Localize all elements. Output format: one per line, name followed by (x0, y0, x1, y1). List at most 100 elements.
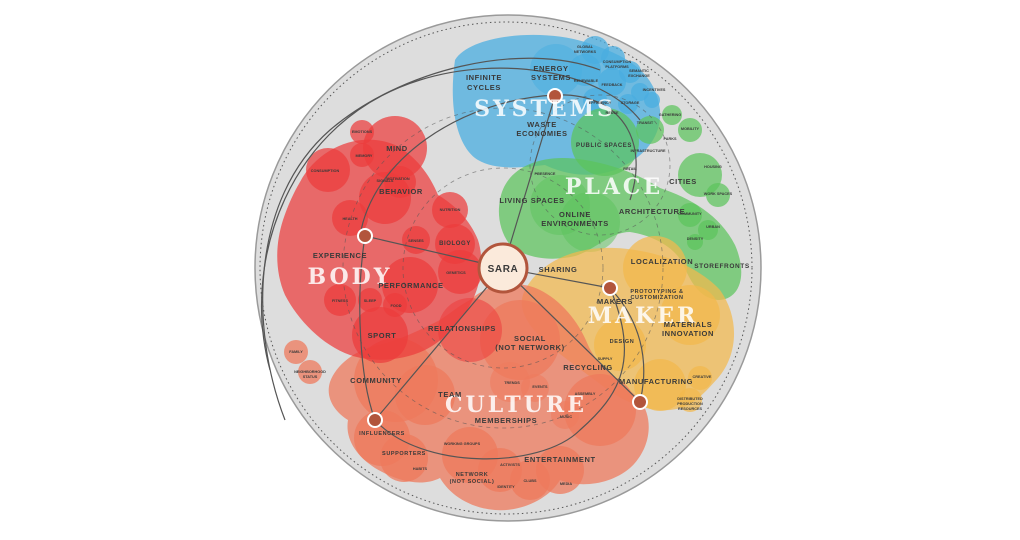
place-labels: PUBLIC SPACES CITIES LIVING SPACES ONLIN… (499, 143, 749, 270)
sub-topic-label: MOTIVATION (386, 177, 410, 181)
label-mind: MIND (386, 144, 408, 153)
label-systems: SYSTEMS (531, 73, 571, 82)
center-label: SARA (488, 264, 519, 275)
hub-node-body (357, 228, 373, 244)
maker-region (521, 236, 735, 412)
sub-topic-label: PARKS (663, 137, 676, 141)
place-region (498, 105, 742, 300)
sub-topic-label: EFFICIENCY (589, 101, 612, 105)
label-supporters: SUPPORTERS (382, 451, 426, 457)
body-tiny-labels: EMOTIONS MEMORY CONSUMPTION MOTIVATION H… (311, 130, 466, 308)
label-design: DESIGN (610, 339, 635, 345)
sector-title-place: PLACE (565, 174, 663, 200)
sub-topic-label: SIGNALS (377, 179, 394, 183)
sub-topic-label: FITNESS (332, 299, 349, 303)
sub-topic-label: RENEWABLE (574, 79, 599, 83)
label-online: ONLINE (559, 210, 591, 219)
label-team: TEAM (438, 390, 462, 399)
label-biology: BIOLOGY (439, 241, 471, 247)
sub-topic-label: WORK SPACES (704, 192, 733, 196)
culture-tiny-labels: WORKING GROUPS ACTIVISTS IDENTITY CLUBS … (289, 350, 572, 489)
label-community: COMMUNITY (350, 376, 402, 385)
sub-topic-label: CONSUMPTION (311, 169, 340, 173)
sub-topic-label: HOUSING (704, 165, 722, 169)
maker-labels: LOCALIZATION MAKERS PROTOTYPING & CUSTOM… (597, 257, 713, 386)
sub-topic-label: HEALTH (342, 217, 357, 221)
sub-topic-label: ASSEMBLY (575, 392, 596, 396)
sub-topic-label: CREATIVE (693, 375, 712, 379)
sub-topic-label: CONSUMPTION (603, 60, 632, 64)
sub-topic-label: STATUS (303, 375, 318, 379)
sub-topic-label: INCENTIVES (643, 88, 666, 92)
label-recycling: RECYCLING (563, 363, 613, 372)
body-labels: MIND BEHAVIOR EXPERIENCE PERFORMANCE BIO… (313, 144, 496, 340)
sub-topic-label: NETWORKS (574, 50, 597, 54)
label-makers: MAKERS (597, 297, 633, 306)
hub-node-manufacturing (632, 394, 648, 410)
sub-topic-label: EXCHANGE (628, 74, 650, 78)
sub-topic-label: IDENTITY (497, 485, 515, 489)
sub-topic-label: PLATFORMS (605, 65, 629, 69)
sub-topic-label: GATHERING (659, 113, 682, 117)
label-performance: PERFORMANCE (378, 281, 443, 290)
sector-title-body: BODY (308, 264, 393, 290)
label-architecture: ARCHITECTURE (619, 207, 685, 216)
sub-topic-label: SLEEP (364, 299, 377, 303)
sub-topic-label: RETAIL (623, 167, 637, 171)
label-not-network: (NOT NETWORK) (495, 343, 564, 352)
sub-topic-label: PRESENCE (535, 172, 556, 176)
label-energy: ENERGY (533, 64, 568, 73)
sector-title-systems: SYSTEMS (474, 96, 616, 122)
label-network: NETWORK (456, 472, 489, 478)
hub-nodes (357, 88, 648, 428)
label-prototyping: PROTOTYPING & (630, 289, 683, 295)
label-cities: CITIES (669, 177, 697, 186)
label-public-spaces: PUBLIC SPACES (576, 143, 632, 149)
maker-tiny-labels: CREATIVE DISTRIBUTED PRODUCTION RESOURCE… (575, 357, 712, 411)
sub-topic-label: DENSITY (687, 237, 704, 241)
label-relationships: RELATIONSHIPS (428, 324, 496, 333)
sub-topic-label: SEMANTIC (629, 69, 649, 73)
place-tiny-labels: TRANSIT GATHERING PARKS MOBILITY INFRAST… (535, 113, 733, 241)
sub-topic-label: TRENDS (504, 381, 520, 385)
sub-topic-label: EMOTIONS (352, 130, 373, 134)
hub-node-systems (547, 88, 563, 104)
label-cycles: CYCLES (467, 83, 501, 92)
sub-topic-label: WORKING GROUPS (444, 442, 481, 446)
sector-title-maker: MAKER (588, 303, 699, 329)
center-node (477, 242, 529, 294)
sub-topic-label: INFRASTRUCTURE (630, 149, 665, 153)
sub-topic-label: GLOBAL (577, 45, 594, 49)
sub-topic-label: HABITS (413, 467, 428, 471)
label-manufacturing: MANUFACTURING (619, 377, 693, 386)
label-memberships: MEMBERSHIPS (475, 416, 537, 425)
label-localization: LOCALIZATION (631, 257, 693, 266)
sub-topic-label: PRODUCTION (677, 402, 703, 406)
label-storefronts: STOREFRONTS (694, 263, 750, 270)
sub-topic-label: SENSES (408, 239, 424, 243)
systems-labels: INFINITE CYCLES ENERGY SYSTEMS WASTE ECO… (466, 64, 571, 138)
sub-topic-label: FAMILY (289, 350, 303, 354)
sub-topic-label: MOBILITY (681, 127, 700, 131)
culture-labels: SOCIAL (NOT NETWORK) RECYCLING COMMUNITY… (350, 334, 613, 485)
sub-topic-label: CLUBS (523, 479, 537, 483)
body-region (277, 116, 502, 363)
label-materials: MATERIALS (664, 320, 713, 329)
sub-topic-label: URBAN (706, 225, 720, 229)
systems-tiny-labels: GLOBAL NETWORKS RENEWABLE CONSUMPTION PL… (574, 45, 666, 115)
orbit-lines (261, 57, 645, 460)
sub-topic-label: NUTRITION (440, 208, 461, 212)
label-social: SOCIAL (514, 334, 546, 343)
sub-topic-label: RESOURCES (678, 407, 703, 411)
sub-topic-label: REUSE (605, 111, 619, 115)
sub-topic-label: MUSIC (560, 415, 572, 419)
label-influencers: INFLUENCERS (359, 431, 405, 437)
sub-topic-label: MEDIA (560, 482, 572, 486)
label-economies: ECONOMIES (516, 129, 567, 138)
sub-topic-label: FOOD (391, 304, 402, 308)
label-waste: WASTE (527, 120, 557, 129)
sub-topic-label: NEIGHBORHOOD (294, 370, 326, 374)
label-behavior: BEHAVIOR (379, 187, 423, 196)
sub-topic-label: COMMUNITY (678, 212, 702, 216)
